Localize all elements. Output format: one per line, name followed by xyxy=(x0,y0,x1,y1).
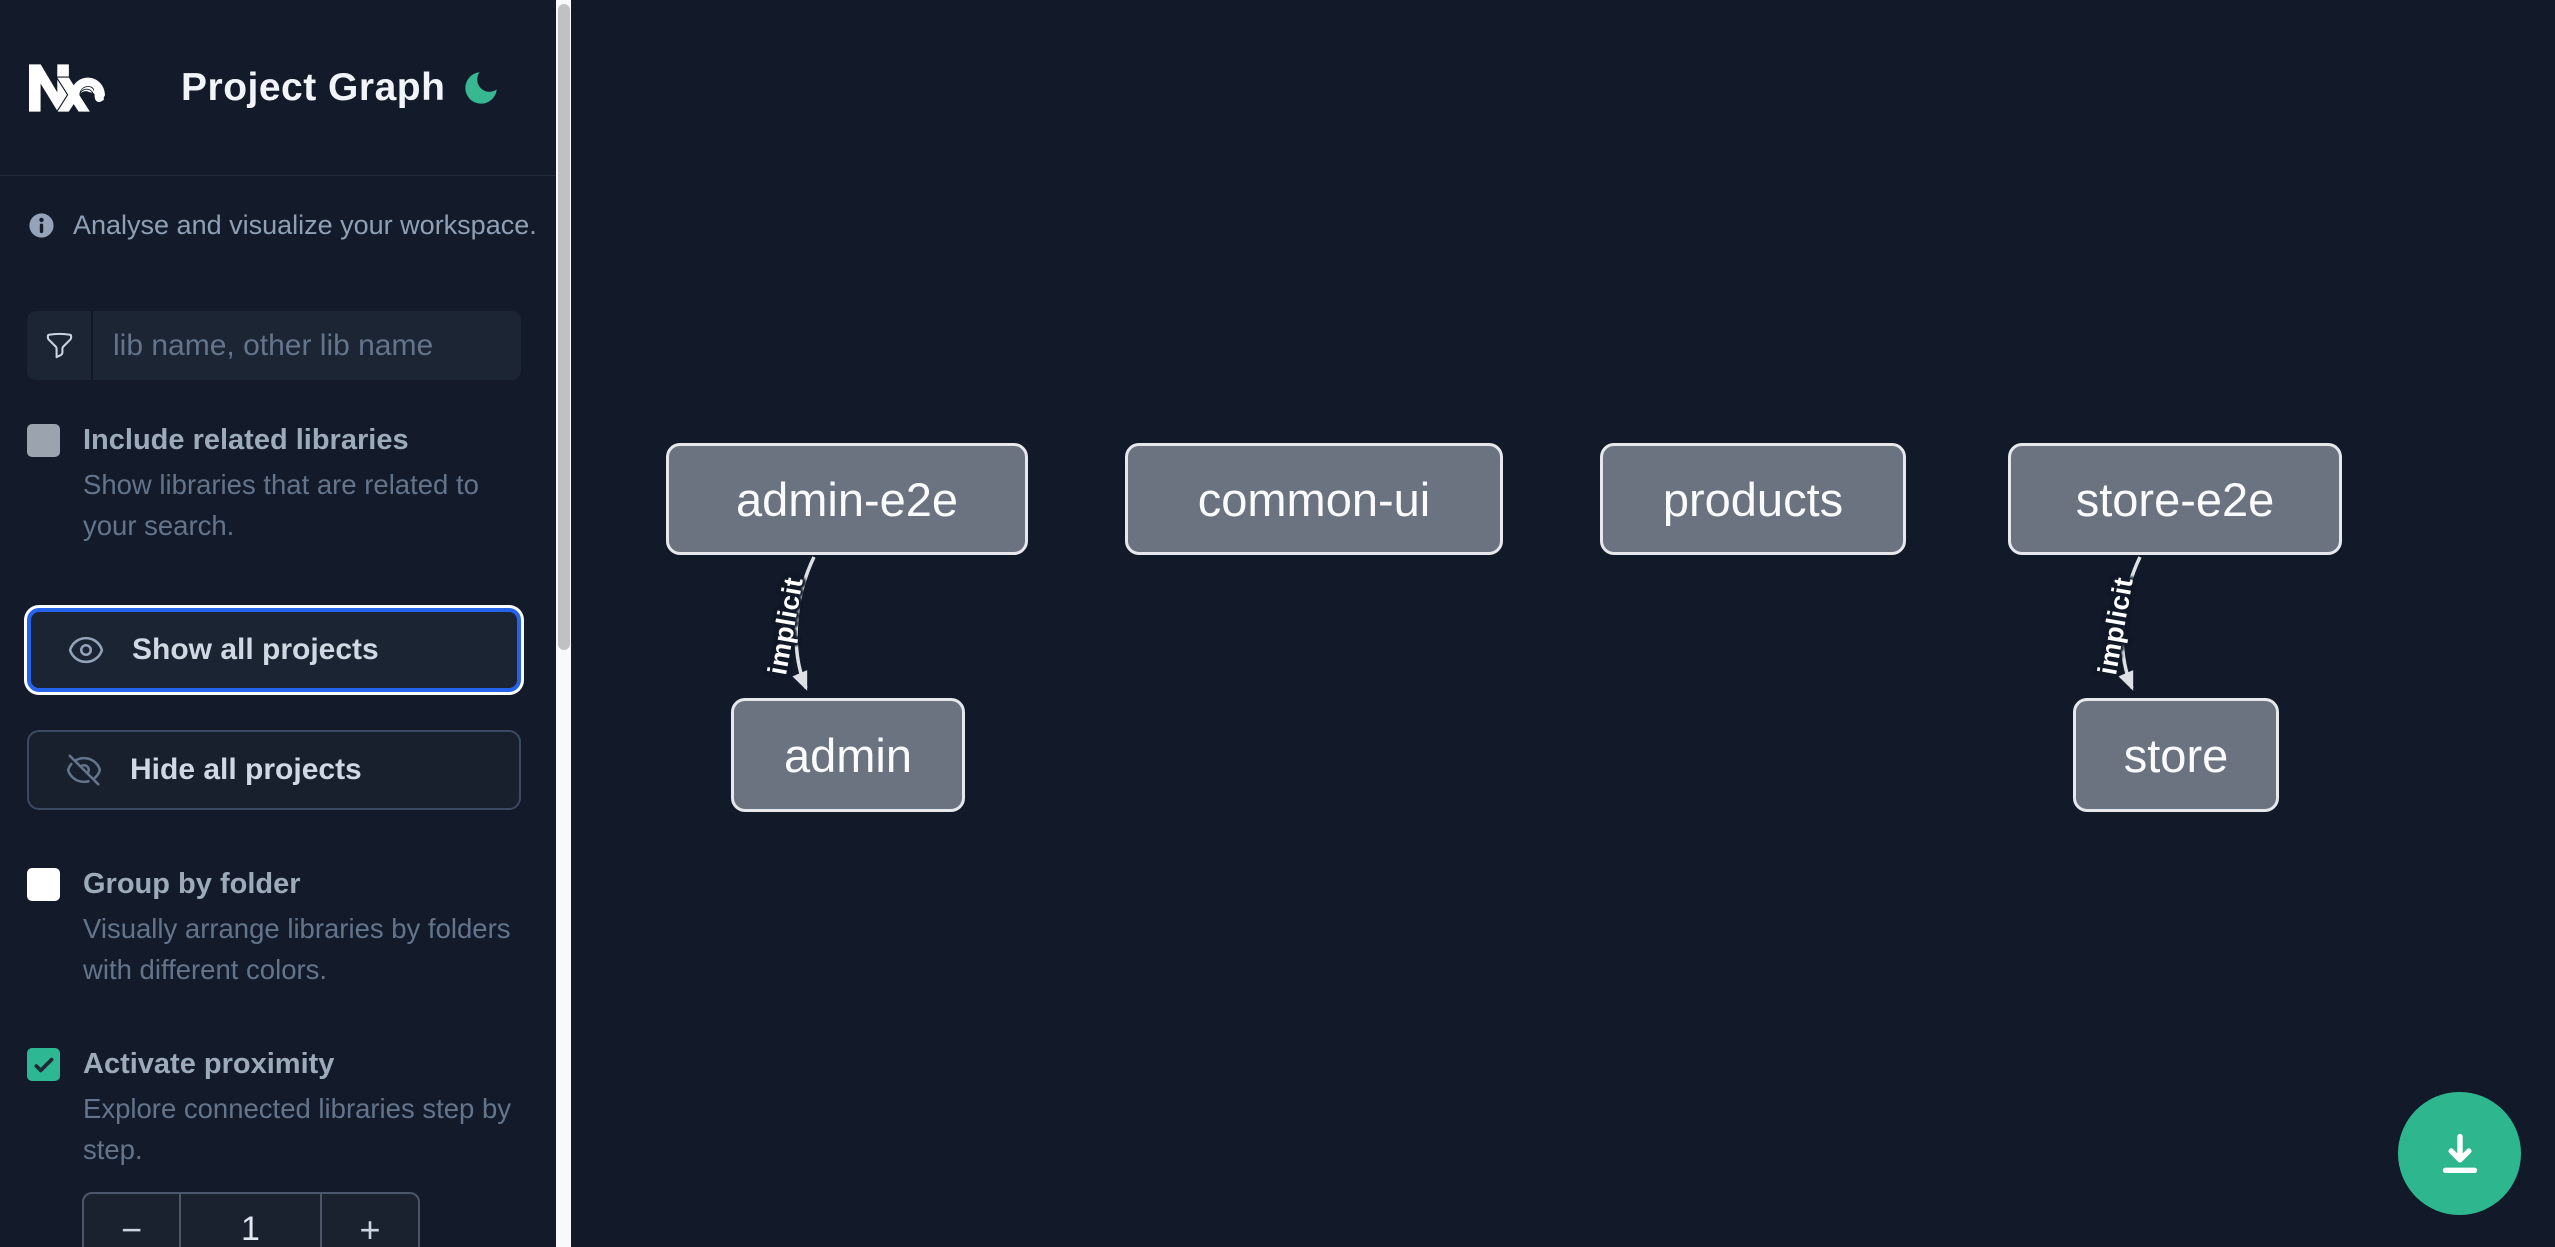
graph-node-store-e2e[interactable]: store-e2e xyxy=(2008,443,2342,555)
eye-slash-icon xyxy=(66,754,102,786)
tagline-text: Analyse and visualize your workspace. xyxy=(73,210,537,240)
toggle-description: Explore connected libraries step by step… xyxy=(83,1093,512,1165)
toggle-group-by-folder: Group by folder Visually arrange librari… xyxy=(27,866,523,990)
sidebar: Project Graph Analyse and visualize your… xyxy=(0,0,556,1247)
toggle-description: Show libraries that are related to your … xyxy=(83,469,479,541)
toggle-include-related: Include related libraries Show libraries… xyxy=(27,422,523,546)
checkbox-include-related[interactable] xyxy=(27,424,60,457)
download-icon xyxy=(2442,1133,2477,1173)
graph-canvas[interactable]: implicit implicit admin-e2e common-ui pr… xyxy=(571,0,2555,1247)
edge-admin-e2e-admin xyxy=(792,556,816,691)
search-box xyxy=(27,311,521,380)
funnel-icon xyxy=(27,311,93,380)
toggle-title: Activate proximity xyxy=(83,1048,335,1080)
show-all-label: Show all projects xyxy=(132,633,379,666)
dependency-edges xyxy=(792,556,2142,691)
hide-all-label: Hide all projects xyxy=(130,753,362,786)
graph-node-common-ui[interactable]: common-ui xyxy=(1125,443,1503,555)
search-input[interactable] xyxy=(93,311,521,380)
increment-button[interactable]: + xyxy=(322,1194,418,1247)
sidebar-scrollbar-track xyxy=(556,0,571,1247)
toggle-description: Visually arrange libraries by folders wi… xyxy=(83,913,511,985)
graph-node-store[interactable]: store xyxy=(2073,698,2279,812)
edge-store-e2e-store xyxy=(2118,556,2142,691)
toggle-activate-proximity: Activate proximity Explore connected lib… xyxy=(27,1046,523,1170)
checkbox-group-by-folder[interactable] xyxy=(27,868,60,901)
sidebar-scrollbar-thumb[interactable] xyxy=(557,4,570,650)
toggle-title: Group by folder xyxy=(83,868,301,900)
download-image-button[interactable] xyxy=(2398,1092,2521,1215)
hide-all-projects-button[interactable]: Hide all projects xyxy=(27,730,521,810)
info-icon xyxy=(29,213,54,238)
theme-toggle-button[interactable] xyxy=(460,67,502,109)
moon-icon xyxy=(465,71,497,104)
app-title: Project Graph xyxy=(181,65,446,109)
graph-node-products[interactable]: products xyxy=(1600,443,1906,555)
check-icon xyxy=(34,1057,53,1072)
sidebar-header: Project Graph xyxy=(0,0,556,176)
decrement-button[interactable]: − xyxy=(84,1194,179,1247)
eye-icon xyxy=(68,636,104,664)
checkbox-activate-proximity[interactable] xyxy=(27,1048,60,1081)
graph-node-admin[interactable]: admin xyxy=(731,698,965,812)
proximity-depth-value: 1 xyxy=(179,1194,322,1247)
proximity-depth-stepper: − 1 + xyxy=(82,1192,420,1247)
show-all-projects-button[interactable]: Show all projects xyxy=(27,608,521,692)
graph-node-admin-e2e[interactable]: admin-e2e xyxy=(666,443,1028,555)
tagline-row: Analyse and visualize your workspace. xyxy=(27,210,556,241)
toggle-title: Include related libraries xyxy=(83,424,409,456)
nx-logo xyxy=(29,63,105,112)
